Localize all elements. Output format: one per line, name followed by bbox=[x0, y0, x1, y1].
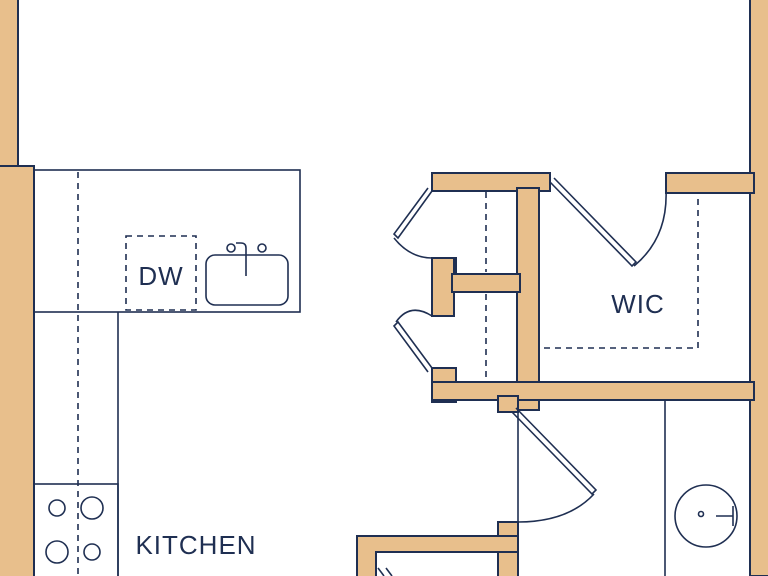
kitchen-label: KITCHEN bbox=[135, 530, 256, 560]
left-exterior-wall bbox=[0, 0, 19, 167]
dishwasher: DW bbox=[125, 235, 197, 311]
floor-drain bbox=[674, 484, 738, 548]
bathroom bbox=[664, 400, 738, 576]
upper-closet-door-leaf bbox=[392, 187, 433, 240]
closet-pier bbox=[431, 257, 455, 317]
burner-1 bbox=[48, 499, 66, 517]
left-exterior-wall-lower bbox=[0, 165, 35, 576]
burner-4 bbox=[83, 543, 101, 561]
closet-shelf-wall bbox=[451, 273, 521, 293]
upper-counter bbox=[33, 169, 301, 313]
lower-closet-door-leaf bbox=[392, 320, 433, 373]
bottom-fixture bbox=[377, 567, 393, 576]
bottom-u-wall bbox=[356, 535, 519, 576]
sink-handle-left bbox=[226, 243, 236, 253]
sink-faucet-neck bbox=[236, 242, 247, 249]
closet-shelves bbox=[485, 192, 699, 382]
lower-wall-stub bbox=[497, 395, 519, 413]
burner-3 bbox=[45, 540, 69, 564]
wic-door-leaf bbox=[549, 177, 638, 268]
lower-closet-door-swing bbox=[395, 309, 433, 323]
burner-2 bbox=[80, 496, 104, 520]
dishwasher-label: DW bbox=[138, 261, 183, 291]
wic-top-wall bbox=[665, 172, 755, 194]
closet-divider-wall bbox=[516, 187, 540, 411]
lower-door-leaf bbox=[511, 407, 598, 496]
lower-horizontal-wall bbox=[431, 381, 755, 401]
right-exterior-wall bbox=[749, 0, 768, 576]
interior-walls bbox=[356, 172, 755, 576]
wic-label: WIC bbox=[611, 289, 665, 319]
range-outline bbox=[33, 483, 119, 576]
range-burners bbox=[45, 496, 104, 564]
dishwasher-outline bbox=[125, 235, 197, 311]
lower-door-swing bbox=[517, 493, 595, 523]
drain-center bbox=[697, 510, 705, 518]
kitchen-sink bbox=[205, 242, 289, 306]
doors bbox=[392, 177, 667, 523]
sink-handle-right bbox=[257, 243, 267, 253]
sink-basin bbox=[205, 254, 289, 306]
wic-door-swing bbox=[633, 189, 667, 267]
kitchen-counters bbox=[33, 169, 301, 576]
upper-closet-door-swing bbox=[393, 237, 433, 259]
wic-shelf bbox=[544, 192, 699, 349]
